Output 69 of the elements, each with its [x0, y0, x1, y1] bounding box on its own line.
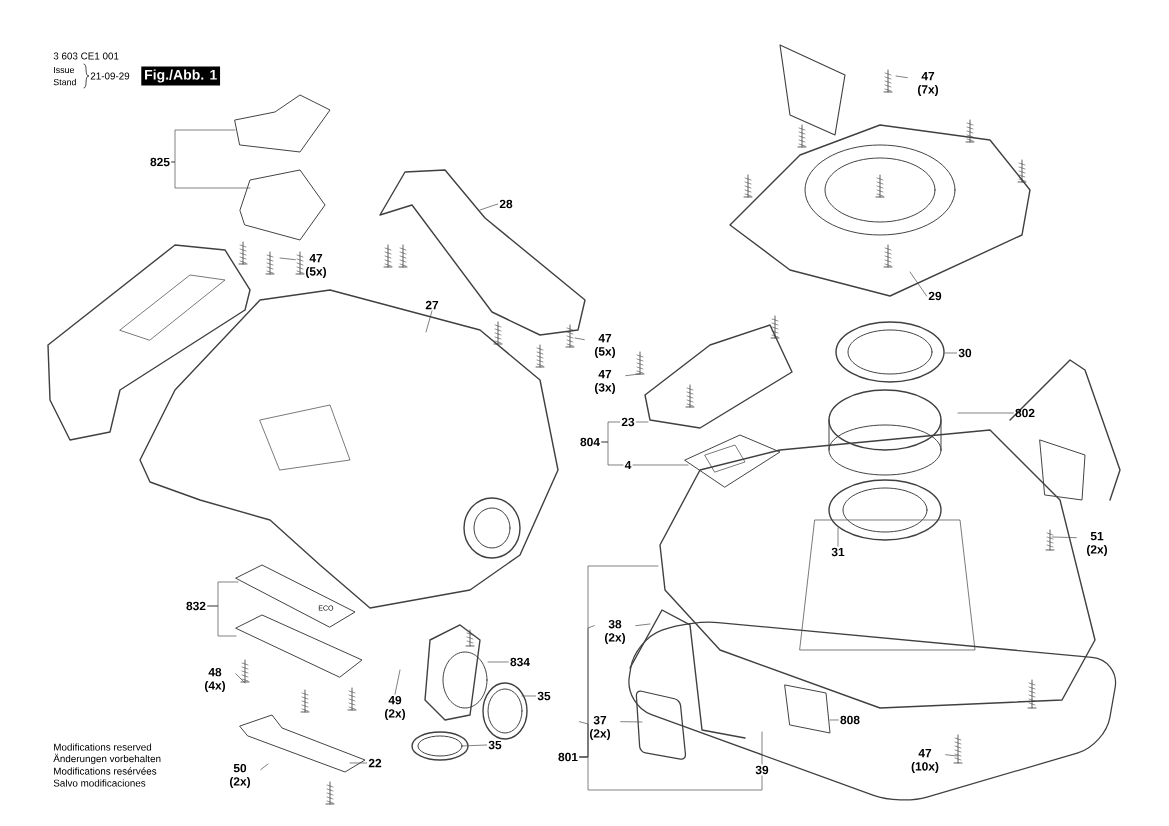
- callout-number: 802: [1015, 408, 1035, 418]
- callout-number: 31: [831, 547, 845, 557]
- callout-number: 51 (2x): [1087, 531, 1107, 556]
- note-text: Modifications resérvées: [54, 767, 157, 775]
- leader-line: [620, 721, 643, 723]
- callout-number: 801: [558, 752, 578, 762]
- note-text: Änderungen vorbehalten: [53, 753, 161, 765]
- leader-line: [578, 721, 589, 758]
- callout-number: 47 (7x): [917, 71, 938, 96]
- date-text: 21-09-29: [90, 72, 130, 80]
- leader-line: [601, 441, 624, 466]
- leader-line: [837, 527, 839, 547]
- callout-number: 28: [499, 199, 513, 209]
- leader-line: [944, 352, 957, 354]
- callout-number: 808: [840, 715, 860, 725]
- callout-number: 23: [621, 417, 635, 427]
- callout-number: 39: [755, 765, 769, 775]
- leader-line: [394, 669, 401, 695]
- callout-number: 50 (2x): [229, 763, 250, 789]
- note-text: Modifications reserved: [54, 743, 152, 751]
- leader-line: [625, 373, 641, 377]
- leader-line: [957, 412, 1014, 414]
- leader-line: [635, 623, 651, 626]
- leader-line: [425, 310, 433, 333]
- leader-line: [207, 605, 237, 637]
- callout-number: 37 (2x): [589, 715, 610, 741]
- leader-line: [171, 129, 236, 163]
- callout-number: 47 (3x): [594, 369, 615, 394]
- callout-number: 834: [510, 657, 530, 667]
- callout-number: 35: [488, 740, 502, 750]
- callout-number: 38 (2x): [604, 619, 625, 645]
- callout-number: 4: [624, 460, 632, 470]
- callout-number: 832: [186, 601, 206, 611]
- leader-line: [636, 421, 649, 423]
- callout-number: 47 (5x): [594, 333, 615, 358]
- leader-line: [479, 203, 499, 211]
- callout-number: 35: [537, 691, 551, 701]
- callout-number: 804: [580, 437, 600, 447]
- leader-line: [909, 271, 927, 297]
- leader-line: [945, 754, 958, 757]
- leader-line: [461, 744, 488, 747]
- callout-number: 29: [928, 291, 942, 301]
- leader-line: [574, 337, 585, 341]
- stand-text: Stand: [53, 78, 76, 86]
- leader-line: [260, 763, 269, 770]
- leader-line: [1051, 536, 1077, 539]
- callout-number: 30: [958, 348, 972, 358]
- issue-text: Issue: [54, 66, 75, 74]
- callout-number: 48 (4x): [204, 667, 225, 693]
- callout-number: 825: [150, 157, 170, 167]
- leader-line: [171, 161, 251, 189]
- part-number-text: 3 603 CE1 001: [53, 52, 119, 60]
- callout-number: 22: [368, 758, 382, 768]
- leader-line: [235, 673, 246, 684]
- leader-line: [761, 731, 763, 765]
- leader-line: [632, 464, 689, 466]
- leader-line: [487, 661, 509, 663]
- note-text: Salvo modificaciones: [53, 779, 146, 787]
- leader-line: [579, 756, 763, 791]
- callout-number: 27: [425, 300, 439, 310]
- leader-line: [349, 762, 368, 764]
- figure-title: Fig./Abb. 1: [141, 66, 221, 86]
- callout-number: 47 (10x): [911, 748, 939, 773]
- leader-line: [895, 75, 908, 79]
- callout-number: 49 (2x): [384, 695, 405, 721]
- leader-line: [279, 257, 296, 261]
- leader-line: [829, 719, 839, 721]
- leader-line: [521, 695, 536, 697]
- callout-number: 47 (5x): [305, 253, 326, 278]
